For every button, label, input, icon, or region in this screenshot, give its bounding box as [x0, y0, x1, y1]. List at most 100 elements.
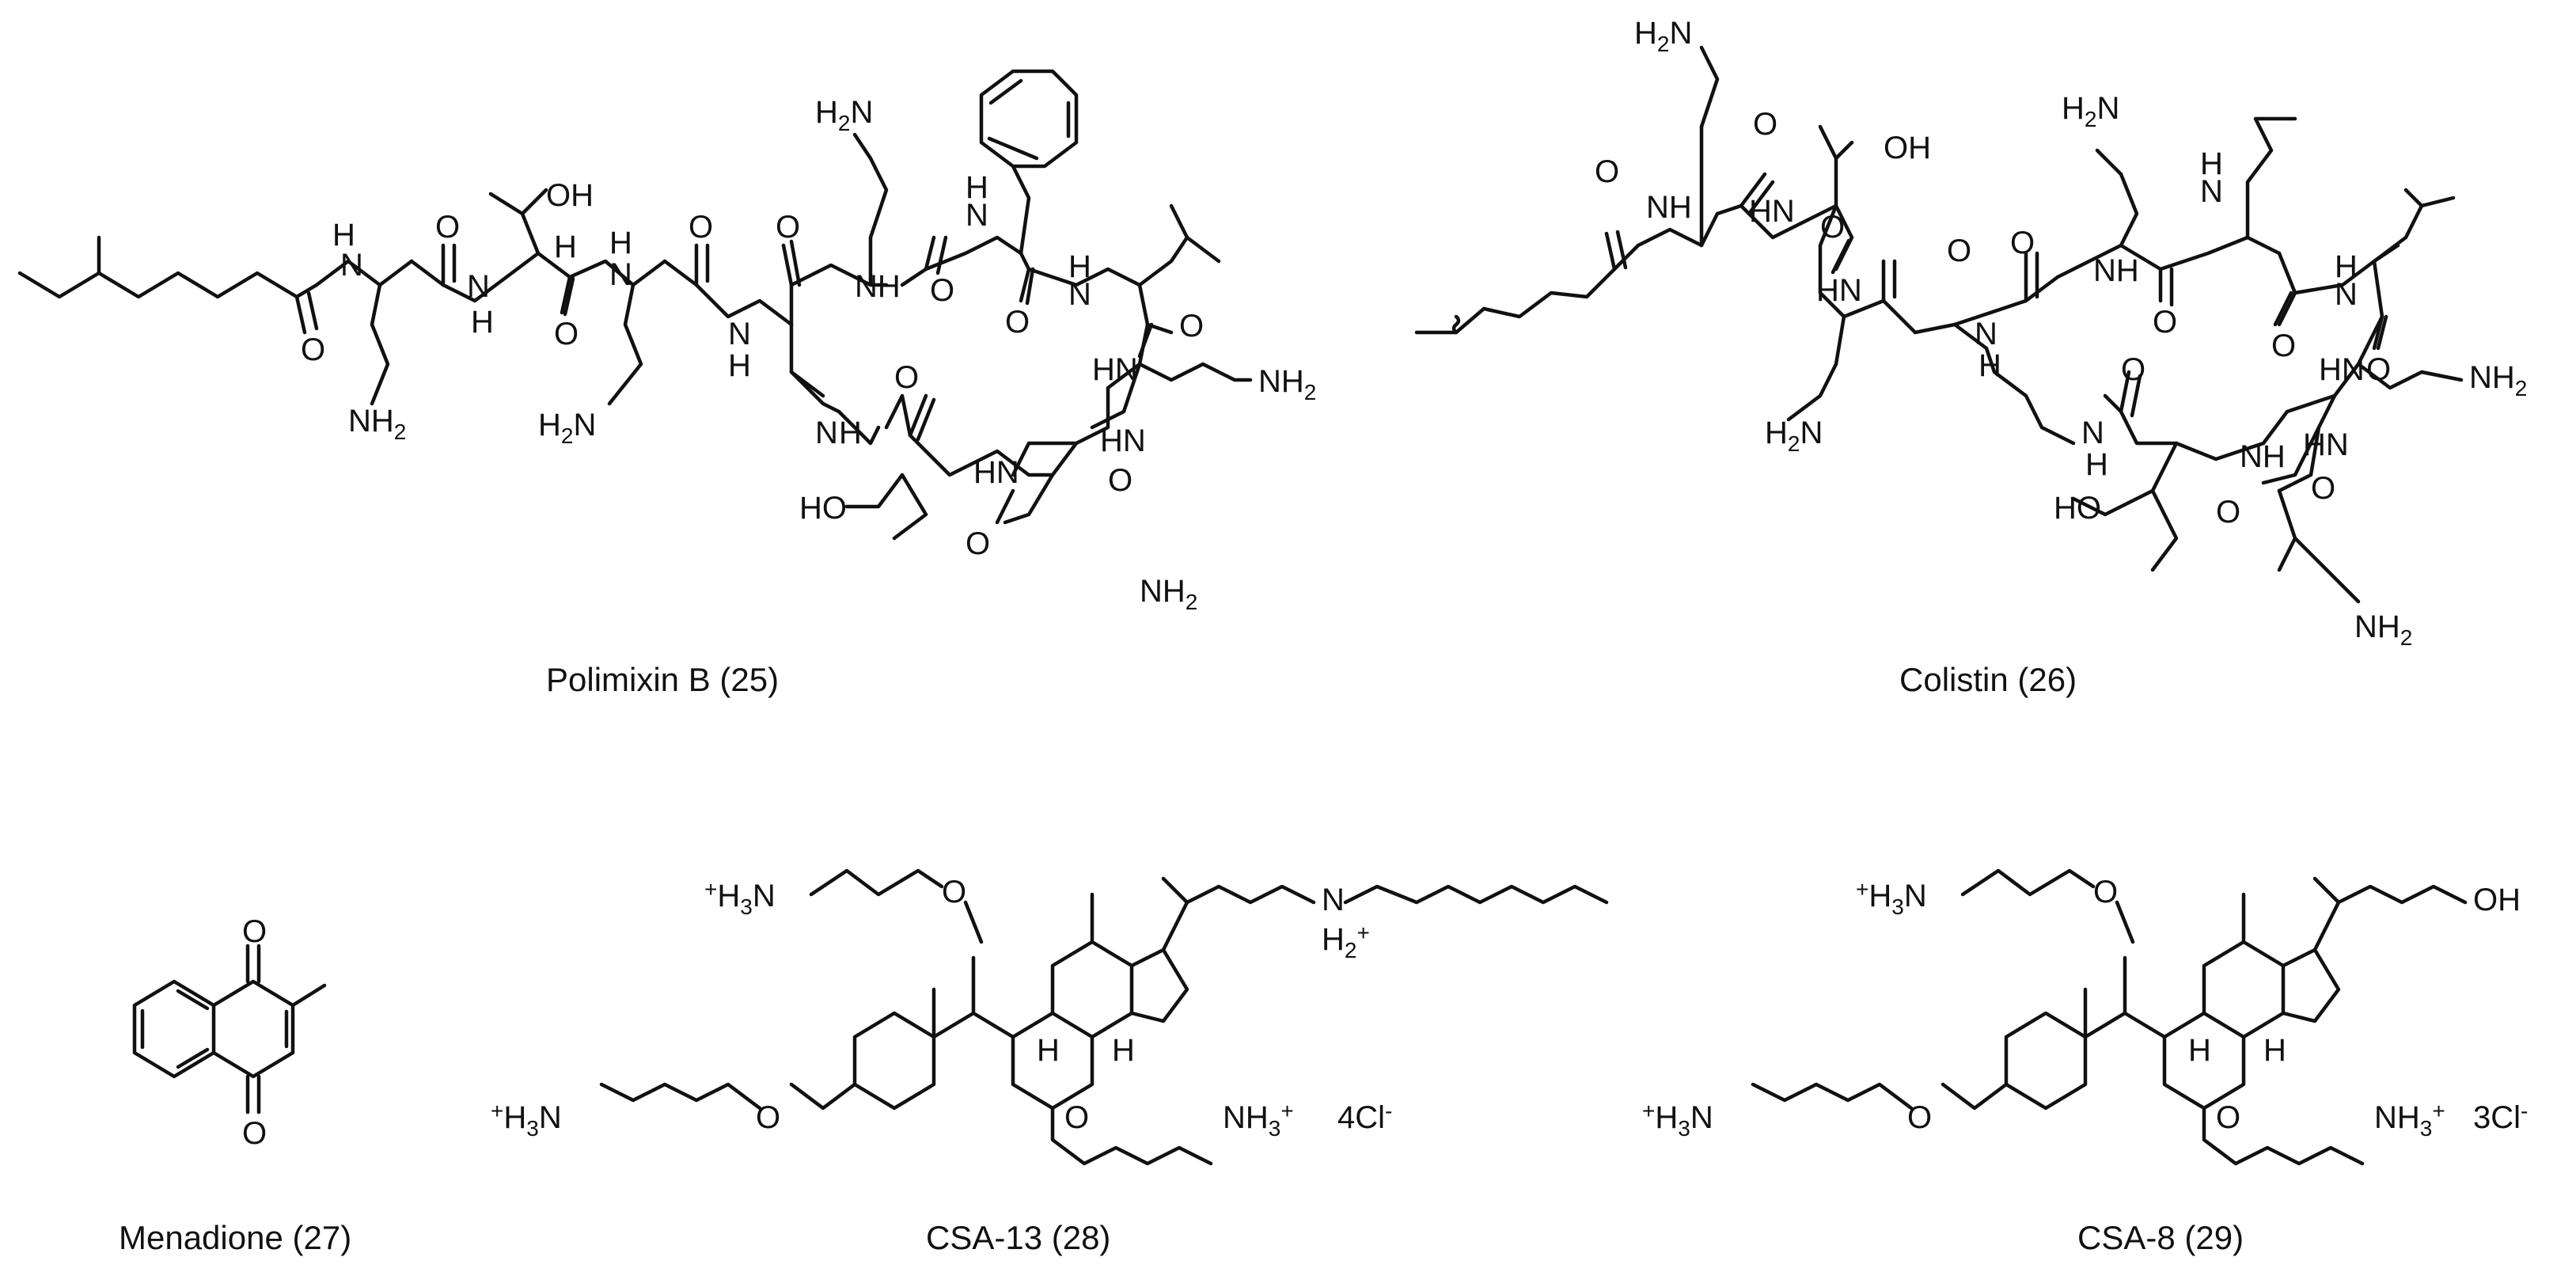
csa13-label-nh3plus: NH3+	[1223, 1099, 1294, 1141]
pmb-label-o-4: O	[689, 210, 713, 245]
csa8-label-h3n-top: +H3N	[1856, 877, 1927, 919]
caption-csa-13: CSA-13 (28)	[926, 1219, 1110, 1256]
col-label-hn-2: HN	[1816, 273, 1862, 308]
menadione-structure	[132, 944, 327, 1114]
pmb-label-h-8: H	[839, 416, 862, 450]
caption-polymyxin-b: Polimixin B (25)	[546, 661, 779, 698]
pmb-label-o-3: O	[554, 317, 579, 351]
csa13-label-o-bottom: O	[1064, 1100, 1089, 1135]
pmb-label-o-8: O	[1179, 309, 1204, 344]
pmb-label-ho: HO	[799, 491, 847, 526]
col-label-o-7: O	[2271, 328, 2296, 363]
pmb-label-h-2: H	[471, 305, 494, 340]
col-label-o-4: O	[1947, 234, 1971, 268]
pmb-label-h2n-1: H2N	[538, 408, 596, 448]
col-label-nh-1: NH	[1646, 190, 1692, 225]
pmb-label-nh-1: N	[340, 248, 363, 283]
pmb-label-n-5: N	[1068, 277, 1091, 312]
csa13-label-h2plus: H2+	[1322, 921, 1370, 963]
col-label-o-9: O	[2121, 352, 2145, 387]
col-label-nh-2: N	[1975, 317, 1997, 351]
pmb-label-o-9: O	[894, 360, 919, 395]
col-label-o-10: O	[2311, 471, 2335, 506]
csa8-label-oh: OH	[2473, 883, 2521, 917]
col-label-hn-3: HN	[2319, 352, 2365, 387]
col-label-o-8: O	[2366, 352, 2391, 387]
csa8-label-nh3plus: NH3+	[2374, 1099, 2445, 1141]
pmb-label-h-5: H	[728, 348, 751, 383]
col-label-oh: OH	[1884, 131, 1931, 165]
caption-menadione: Menadione (27)	[119, 1219, 351, 1256]
csa13-label-h-1: H	[1037, 1033, 1060, 1068]
pmb-label-o-10: O	[1108, 463, 1132, 498]
pmb-label-hn-2: HN	[973, 455, 1019, 490]
pmb-label-nh2-2: NH2	[1258, 364, 1316, 404]
caption-csa-8: CSA-8 (29)	[2077, 1219, 2244, 1256]
pmb-label-n-2: N	[467, 269, 490, 304]
col-label-o-6: O	[2153, 305, 2177, 340]
pmb-label-o-6: O	[930, 273, 954, 308]
col-label-o-11: O	[2216, 495, 2240, 530]
pmb-label-nh-3: N	[966, 198, 988, 233]
caption-colistin: Colistin (26)	[1899, 661, 2077, 698]
col-label-n-1: N	[2081, 416, 2104, 450]
pmb-label-h-7: H	[1068, 249, 1091, 284]
pmb-label-n-4: N	[728, 317, 751, 351]
pmb-label-nh-4: N	[815, 416, 838, 450]
col-label-o-1: O	[1595, 154, 1619, 189]
col-label-h2n-1: H2N	[1634, 16, 1692, 56]
csa13-label-o-top: O	[942, 875, 966, 909]
csa8-label-counterion: 3Cl-	[2473, 1099, 2528, 1135]
col-label-o-5: O	[2010, 226, 2035, 260]
col-label-nh2-1: NH2	[2469, 360, 2527, 401]
csa13-label-o-left: O	[756, 1100, 780, 1135]
csa8-label-o-top: O	[2093, 875, 2118, 909]
csa8-label-o-bottom: O	[2216, 1100, 2240, 1135]
men-label-o-top: O	[242, 914, 267, 949]
pmb-label-o-11: O	[966, 526, 990, 561]
col-label-o-2: O	[1753, 107, 1777, 142]
col-label-nh-3: NH	[2093, 253, 2139, 288]
col-label-hn-1: HN	[1749, 194, 1795, 229]
pmb-label-h2n-top: H2N	[815, 95, 873, 135]
pmb-label-n-3: N	[609, 257, 632, 292]
csa-8-structure	[1751, 868, 2468, 1166]
pmb-label-o-7: O	[1005, 305, 1030, 340]
pmb-label-nh2-3: NH2	[1140, 574, 1197, 614]
colistin-structure	[1414, 45, 2464, 604]
csa13-label-n: N	[1322, 883, 1345, 917]
csa8-label-h-2: H	[2263, 1033, 2286, 1068]
polymyxin-b-structure	[17, 69, 1253, 541]
pmb-label-hn-3: HN	[1100, 423, 1146, 458]
col-label-hn-4: HN	[2303, 427, 2349, 462]
col-label-nh2-2: NH2	[2354, 609, 2412, 650]
csa13-label-h-2: H	[1112, 1033, 1135, 1068]
pmb-label-nh-2: NH	[855, 269, 901, 304]
pmb-label-oh-1: OH	[546, 178, 594, 213]
col-label-nh-5: N	[2335, 277, 2358, 312]
pmb-label-nh2-1: NH2	[348, 404, 406, 444]
pmb-label-h-1: H	[332, 218, 355, 253]
col-label-h2n-2: H2N	[1765, 416, 1823, 456]
csa8-label-h-1: H	[2188, 1033, 2211, 1068]
col-label-o-3: O	[1820, 210, 1845, 245]
pmb-label-h-3: H	[554, 230, 577, 264]
pmb-label-o-2: O	[435, 210, 460, 245]
col-label-h-3: H	[2335, 249, 2358, 284]
pmb-label-o-1: O	[301, 332, 325, 367]
csa8-label-o-left: O	[1907, 1100, 1932, 1135]
csa13-label-h3n-top: +H3N	[704, 877, 776, 919]
col-label-h-2: H	[2200, 146, 2223, 181]
pmb-label-hn-1: HN	[1092, 352, 1138, 387]
csa13-label-h3n-left: +H3N	[491, 1099, 562, 1141]
col-label-nh-6: NH	[2240, 439, 2286, 474]
csa8-label-h3n-left: +H3N	[1642, 1099, 1713, 1141]
col-label-h-4: H	[2085, 447, 2108, 482]
col-label-h2n-3: H2N	[2062, 91, 2119, 131]
men-label-o-bottom: O	[242, 1116, 267, 1151]
csa13-label-counterion: 4Cl-	[1337, 1099, 1392, 1135]
col-label-h-1: H	[1978, 348, 2001, 383]
col-label-nh-4: N	[2200, 174, 2223, 209]
